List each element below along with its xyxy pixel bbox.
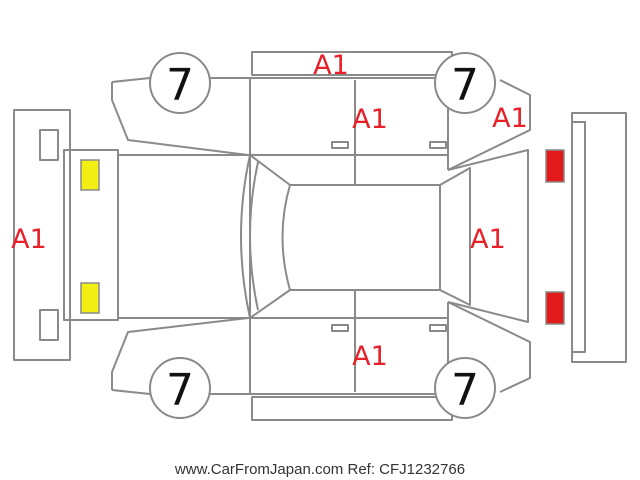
front-lamp-bottom: [80, 282, 100, 314]
cabin: [240, 149, 529, 323]
footer-ref: Ref: CFJ1232766: [347, 461, 465, 478]
rear-lamps: [545, 149, 565, 325]
tire-rear-bottom-value: 7: [451, 365, 479, 416]
code-rear-right-quarter: A1: [492, 103, 528, 134]
code-front-bumper: A1: [11, 224, 47, 255]
tire-front-bottom: 7: [149, 357, 211, 419]
front-bumper: [13, 109, 71, 361]
code-bottom-doors: A1: [352, 341, 388, 372]
front-lamps: [80, 159, 100, 314]
tire-front-top-value: 7: [166, 60, 194, 111]
front-lamp-top: [80, 159, 100, 191]
rear-lamp-top: [545, 149, 565, 183]
tire-front-top: 7: [149, 52, 211, 114]
tire-rear-top: 7: [434, 52, 496, 114]
damage-codes: A1 A1 A1 A1 A1 A1: [11, 50, 528, 372]
top-side-profile: [111, 77, 531, 185]
footer-site: www.CarFromJapan.com: [174, 461, 343, 478]
tire-rear-top-value: 7: [451, 60, 479, 111]
tire-rear-bottom: 7: [434, 357, 496, 419]
code-rear-window: A1: [470, 224, 506, 255]
bottom-side-profile: [111, 290, 531, 395]
rear-bumper: [571, 112, 627, 363]
tire-front-bottom-value: 7: [166, 365, 194, 416]
footer-text: www.CarFromJapan.com Ref: CFJ1232766: [174, 461, 465, 478]
rear-lamp-bottom: [545, 291, 565, 325]
code-roof-top: A1: [313, 50, 349, 81]
code-top-doors: A1: [352, 104, 388, 135]
